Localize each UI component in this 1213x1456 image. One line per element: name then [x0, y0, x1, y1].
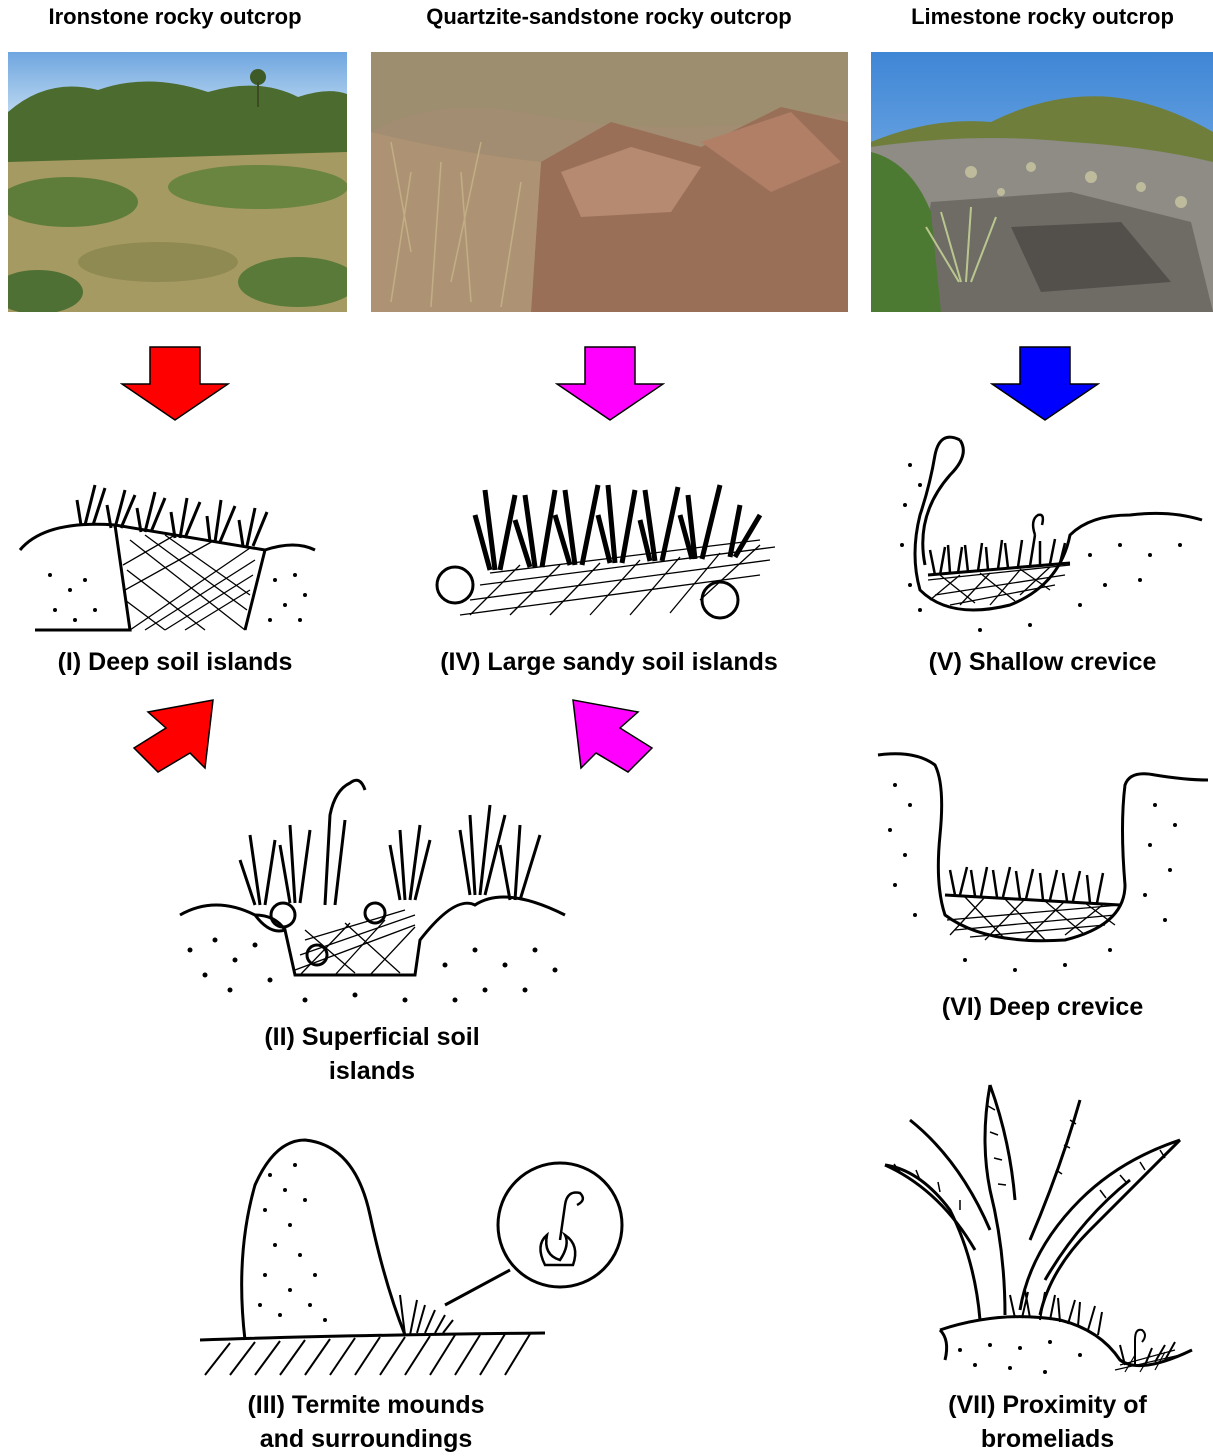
column-title-ironstone: Ironstone rocky outcrop — [0, 4, 350, 30]
sketch-shallow-crevice — [890, 435, 1205, 635]
caption-iii-termite-mounds: (III) Termite mounds and surroundings — [166, 1388, 566, 1456]
sketch-bromeliad — [880, 1080, 1200, 1380]
caption-vii-proximity-of-bromeliads: (VII) Proximity of bromeliads — [872, 1388, 1213, 1456]
caption-vii-line1: (VII) Proximity of — [872, 1388, 1213, 1422]
caption-ii-superficial-soil-islands: (II) Superficial soil islands — [172, 1020, 572, 1088]
caption-iv-large-sandy-soil-islands: (IV) Large sandy soil islands — [370, 645, 848, 679]
arrow-diagonal-quartzite — [566, 698, 656, 774]
caption-iii-line1: (III) Termite mounds — [166, 1388, 566, 1422]
sketch-large-sandy-soil-island — [430, 475, 790, 625]
caption-ii-line2: islands — [172, 1054, 572, 1088]
column-title-limestone: Limestone rocky outcrop — [872, 4, 1213, 30]
photo-limestone-outcrop — [871, 52, 1213, 312]
photo-ironstone-outcrop — [8, 52, 347, 312]
caption-vii-line2: bromeliads — [872, 1422, 1213, 1456]
photo-quartzite-outcrop — [371, 52, 848, 312]
caption-i-deep-soil-islands: (I) Deep soil islands — [0, 645, 350, 679]
arrow-diagonal-ironstone — [130, 698, 220, 774]
sketch-deep-soil-island — [15, 480, 325, 640]
caption-iii-line2: and surroundings — [166, 1422, 566, 1456]
column-title-quartzite: Quartzite-sandstone rocky outcrop — [370, 4, 848, 30]
sketch-deep-crevice — [875, 745, 1210, 980]
sketch-termite-mound — [195, 1135, 635, 1380]
caption-vi-deep-crevice: (VI) Deep crevice — [872, 990, 1213, 1024]
arrow-down-quartzite — [555, 346, 665, 422]
arrow-down-limestone — [990, 346, 1100, 422]
sketch-superficial-soil-island — [175, 775, 570, 1010]
caption-ii-line1: (II) Superficial soil — [172, 1020, 572, 1054]
arrow-down-ironstone — [120, 346, 230, 422]
caption-v-shallow-crevice: (V) Shallow crevice — [872, 645, 1213, 679]
